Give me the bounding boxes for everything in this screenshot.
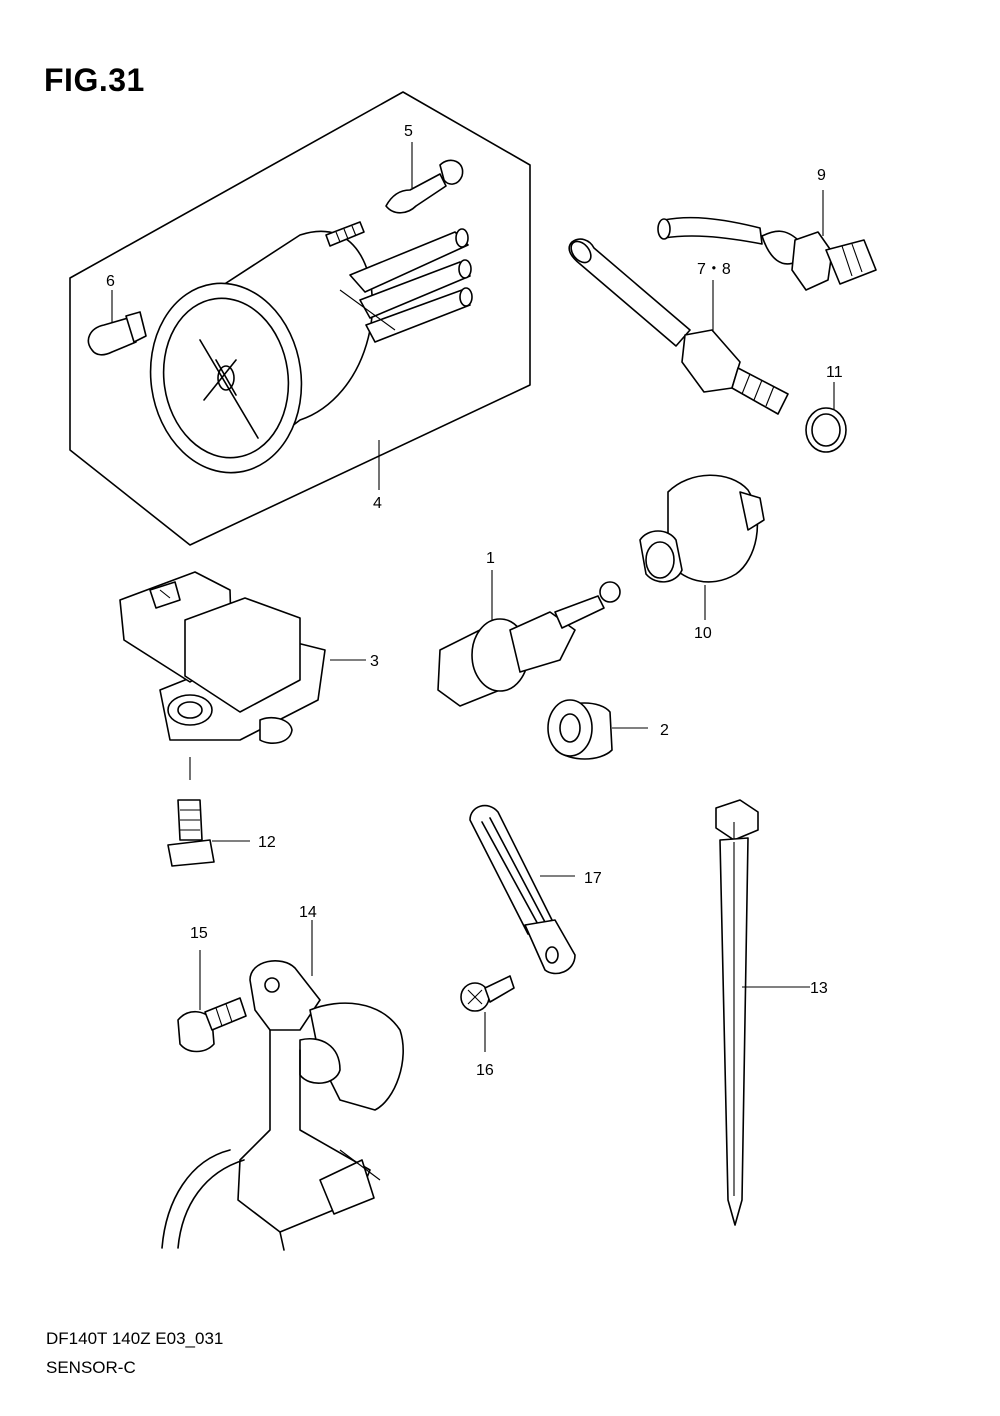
callout-6: 6 (106, 273, 115, 290)
callout-16: 16 (476, 1062, 494, 1079)
part-12-bolt[interactable] (167, 757, 250, 867)
part-9-sensor[interactable] (657, 190, 877, 291)
callout-3: 3 (370, 653, 379, 670)
callout-1: 1 (486, 550, 495, 567)
callout-7-8: 7・8 (697, 261, 731, 278)
part-16-screw[interactable] (460, 975, 515, 1052)
part-4-gauge[interactable] (139, 221, 473, 483)
part-7-8-sensor[interactable] (567, 238, 789, 415)
part-5-pin[interactable] (385, 142, 464, 214)
callout-15: 15 (190, 925, 208, 942)
part-6-bulb[interactable] (87, 290, 147, 356)
part-11-o-ring[interactable] (805, 382, 847, 453)
part-2-grommet[interactable] (547, 699, 648, 760)
part-1-sensor[interactable] (437, 570, 621, 707)
callout-10: 10 (694, 625, 712, 642)
figure-title: FIG.31 (44, 62, 145, 98)
part-15-bolt[interactable] (177, 950, 247, 1053)
section-name: SENSOR-C (46, 1358, 136, 1377)
callout-17: 17 (584, 870, 602, 887)
callout-13: 13 (810, 980, 828, 997)
callout-14: 14 (299, 904, 317, 921)
callout-5: 5 (404, 123, 413, 140)
callout-9: 9 (817, 167, 826, 184)
part-10-sensor[interactable] (639, 474, 765, 620)
callout-11: 11 (826, 364, 843, 381)
part-13-cable-tie[interactable] (715, 799, 810, 1226)
model-code: DF140T 140Z E03_031 (46, 1329, 224, 1348)
part-17-strap[interactable] (469, 804, 576, 975)
part-3-map-sensor[interactable] (119, 571, 366, 744)
part-14-sensor-bracket[interactable] (161, 920, 404, 1251)
callout-12: 12 (258, 834, 276, 851)
callout-2: 2 (660, 722, 669, 739)
callout-4: 4 (373, 495, 382, 512)
gauge-group-box (69, 91, 531, 546)
